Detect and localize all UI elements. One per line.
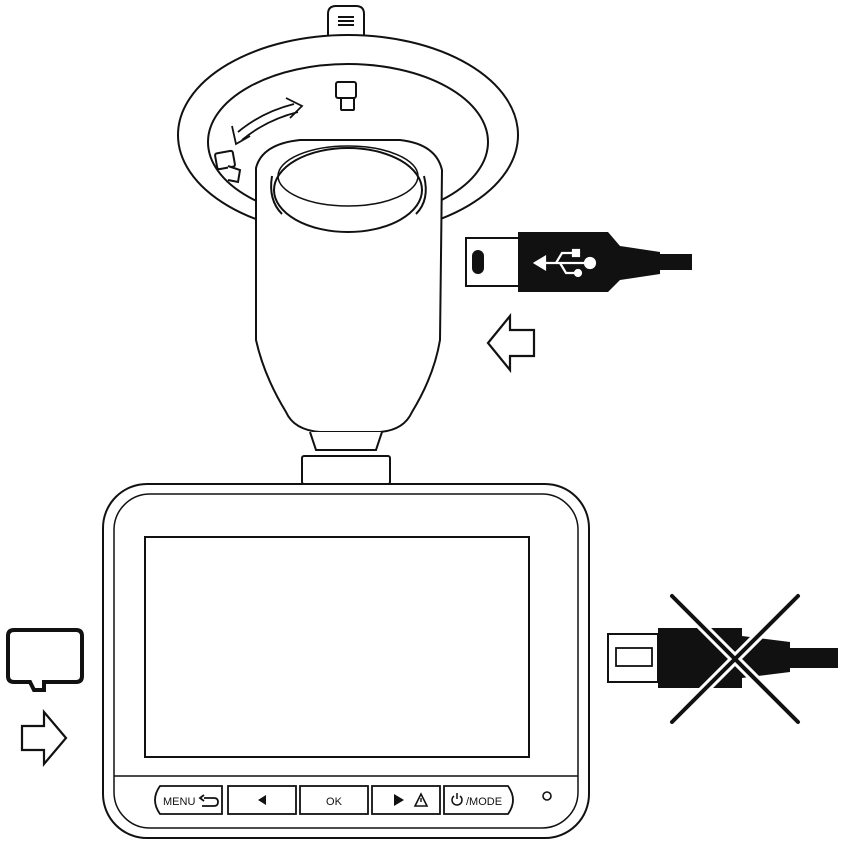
power-mode-button[interactable]: /MODE [443, 785, 514, 815]
power-icon [451, 793, 463, 806]
usb-cable-connector [465, 232, 692, 292]
play-warning-icon [394, 792, 429, 807]
power-button-label: /MODE [466, 796, 502, 808]
usb-symbol-icon [532, 248, 597, 278]
unlock-icon [214, 149, 242, 184]
return-arrow-icon [198, 794, 219, 807]
insert-arrow-icon [486, 312, 536, 374]
display-screen [144, 536, 530, 758]
lock-icon [335, 81, 357, 111]
mount-connector [301, 431, 391, 485]
rotation-arrow-icon [231, 97, 304, 146]
menu-button-label: MENU [163, 796, 195, 808]
left-triangle-icon [258, 795, 266, 805]
mount-socket [273, 147, 423, 233]
left-button[interactable] [227, 785, 297, 815]
mount-neck [255, 139, 444, 433]
unused-usb-connector [607, 628, 838, 688]
ok-button[interactable]: OK [299, 785, 369, 815]
menu-button[interactable]: MENU [154, 785, 223, 815]
led-indicator [542, 791, 552, 801]
ok-button-label: OK [326, 796, 343, 808]
right-warning-button[interactable] [371, 785, 441, 815]
microsd-card-icon [6, 628, 84, 692]
insert-right-arrow-icon [20, 708, 68, 768]
cross-out-icon [667, 591, 803, 727]
